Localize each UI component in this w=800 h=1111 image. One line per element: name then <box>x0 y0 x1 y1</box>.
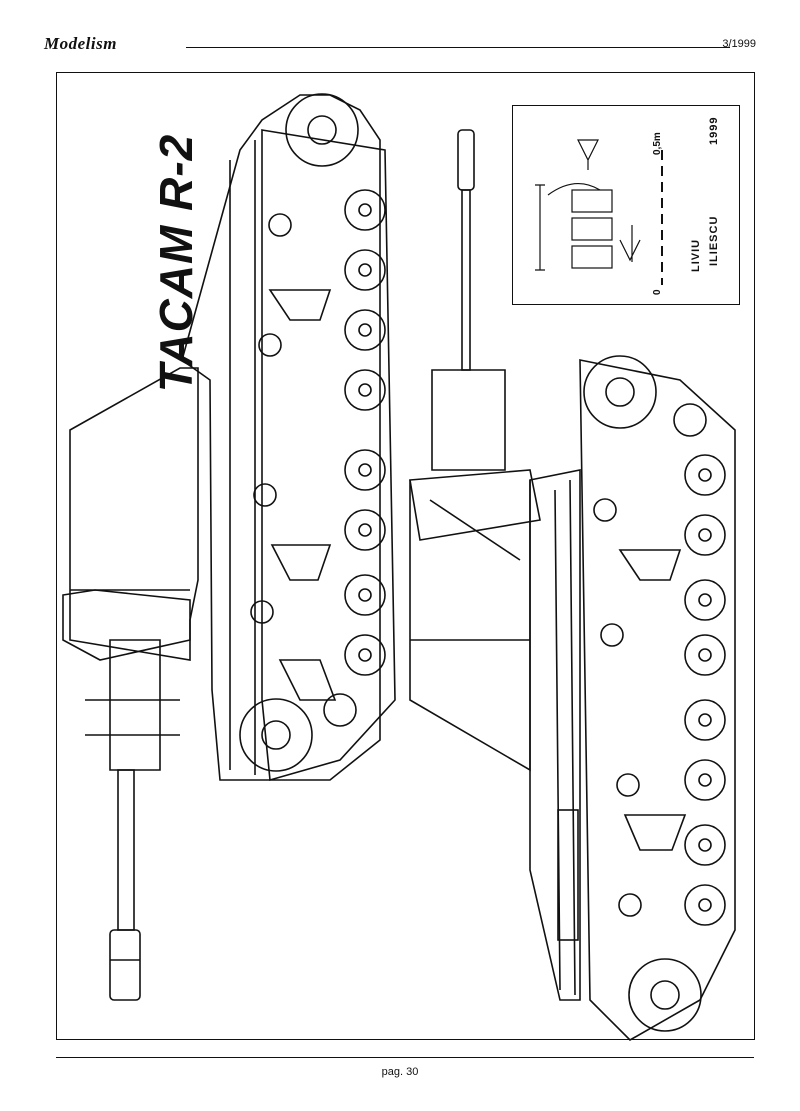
credit-name1: LIVIU <box>690 238 702 272</box>
magazine-logo: Modelism <box>44 34 117 53</box>
credit-name2: ILIESCU <box>708 215 720 266</box>
left-tank-drawing <box>62 93 396 1001</box>
page-number: pag. 30 <box>381 1066 419 1078</box>
right-tank-drawing <box>409 129 736 1041</box>
credit-year: 1999 <box>708 116 720 145</box>
footer-rule <box>56 1057 754 1058</box>
track-link-inset <box>535 139 641 271</box>
issue-number: 3/1999 <box>722 38 756 50</box>
drawing-frame <box>56 72 755 1040</box>
inset-box <box>512 105 740 305</box>
header-rule <box>186 47 730 48</box>
scale-zero: 0 <box>652 289 663 295</box>
scale-label: 0,5m <box>652 132 663 155</box>
